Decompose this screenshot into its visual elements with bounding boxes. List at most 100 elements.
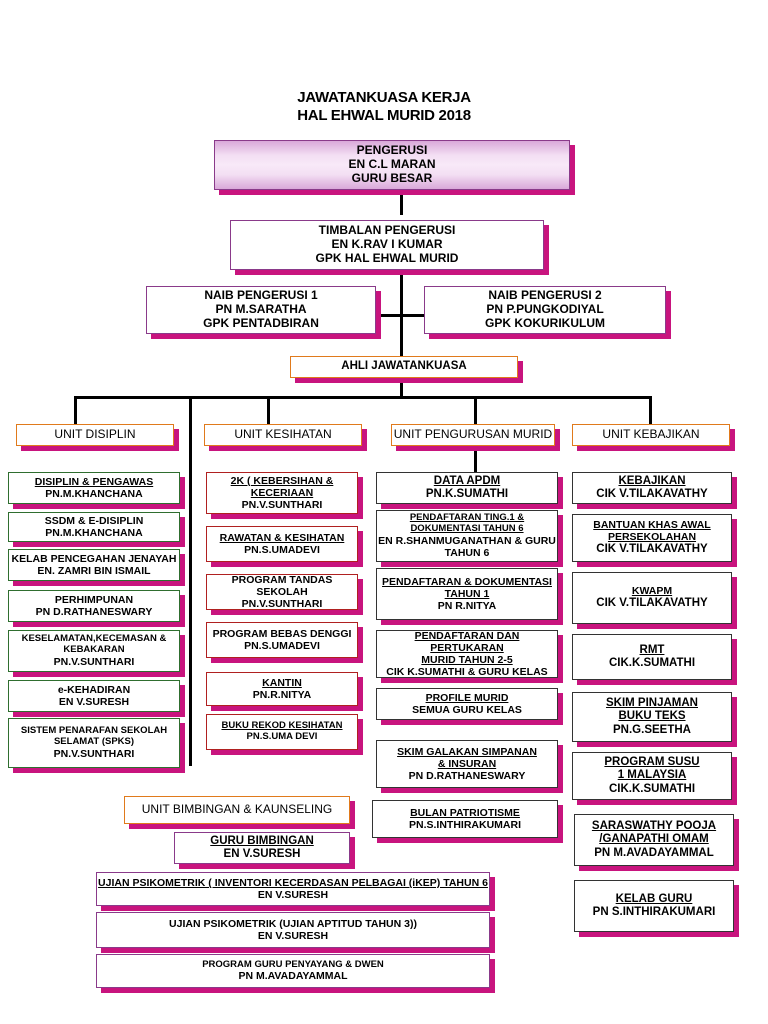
item-title: KEBAKARAN bbox=[63, 643, 125, 655]
unit-kesihatan-label: UNIT KESIHATAN bbox=[234, 427, 332, 442]
committee-members-box: AHLI JAWATANKUASA bbox=[290, 356, 518, 378]
item-person: PN.V.SUNTHARI bbox=[53, 747, 135, 760]
item-title: BULAN PATRIOTISME bbox=[410, 806, 520, 819]
item-title: PROGRAM BEBAS DENGGI bbox=[212, 627, 352, 640]
connector-line bbox=[189, 396, 192, 766]
disiplin-item: SSDM & E-DISIPLIN PN.M.KHANCHANA bbox=[8, 512, 180, 542]
item-title: SKIM GALAKAN SIMPANAN bbox=[397, 745, 537, 758]
item-title: PROGRAM TANDAS SEKOLAH bbox=[231, 573, 333, 598]
committee-members-label: AHLI JAWATANKUASA bbox=[341, 360, 467, 373]
kesihatan-item: PROGRAM TANDAS SEKOLAH PN.V.SUNTHARI bbox=[206, 574, 358, 610]
connector-line bbox=[74, 396, 652, 399]
item-title: BANTUAN KHAS AWAL bbox=[593, 519, 711, 532]
item-person: CIK V.TILAKAVATHY bbox=[596, 597, 708, 610]
item-person: PN D.RATHANESWARY bbox=[408, 770, 526, 783]
item-title: SKIM PINJAMAN bbox=[605, 697, 698, 710]
item-title: & INSURAN bbox=[437, 757, 497, 770]
kesihatan-item: PROGRAM BEBAS DENGGI PN.S.UMADEVI bbox=[206, 622, 358, 658]
pengurusan-item: PROFILE MURID SEMUA GURU KELAS bbox=[376, 688, 558, 720]
pengurusan-item: PENDAFTARAN DAN PERTUKARAN MURID TAHUN 2… bbox=[376, 630, 558, 678]
item-person: CIK.K.SUMATHI bbox=[608, 782, 696, 795]
chair-name: EN C.L MARAN bbox=[348, 157, 436, 172]
item-title: BUKU REKOD KESIHATAN bbox=[221, 720, 343, 732]
item-person: CIK V.TILAKAVATHY bbox=[596, 543, 708, 556]
deputy-chair-2-box: NAIB PENGERUSI 2 PN P.PUNGKODIYAL GPK KO… bbox=[424, 286, 666, 334]
item-title: PROGRAM GURU PENYAYANG & DWEN bbox=[202, 958, 384, 970]
item-person: PN.M.KHANCHANA bbox=[45, 527, 143, 539]
deputy-chair-2-role: NAIB PENGERUSI 2 bbox=[488, 288, 602, 303]
connector-line bbox=[649, 396, 652, 426]
item-title: SELAMAT (SPKS) bbox=[53, 735, 135, 747]
chair-role: PENGERUSI bbox=[356, 143, 428, 158]
kesihatan-item: BUKU REKOD KESIHATAN PN.S.UMA DEVI bbox=[206, 714, 358, 750]
deputy-chair-1-box: NAIB PENGERUSI 1 PN M.SARATHA GPK PENTAD… bbox=[146, 286, 376, 334]
kesihatan-item: 2K ( KEBERSIHAN & KECERIAAN PN.V.SUNTHAR… bbox=[206, 472, 358, 514]
item-title: PERHIMPUNAN bbox=[54, 593, 134, 606]
item-person: EN V.SURESH bbox=[257, 889, 329, 901]
item-title: PROGRAM SUSU bbox=[604, 756, 700, 769]
unit-kesihatan-header: UNIT KESIHATAN bbox=[204, 424, 362, 446]
item-title: BUKU TEKS bbox=[618, 710, 686, 723]
item-title: /GANAPATHI OMAM bbox=[599, 833, 709, 846]
pengurusan-item: PENDAFTARAN & DOKUMENTASI TAHUN 1 PN R.N… bbox=[376, 568, 558, 620]
item-title: KANTIN bbox=[262, 676, 302, 689]
item-title: DOKUMENTASI TAHUN 6 bbox=[410, 522, 524, 534]
item-person: PN.G.SEETHA bbox=[613, 723, 691, 736]
unit-bimbingan-label: UNIT BIMBINGAN & KAUNSELING bbox=[141, 802, 333, 817]
unit-disiplin-header: UNIT DISIPLIN bbox=[16, 424, 174, 446]
vice-chair-position: GPK HAL EHWAL MURID bbox=[315, 250, 459, 265]
unit-bimbingan-header: UNIT BIMBINGAN & KAUNSELING bbox=[124, 796, 350, 824]
item-title: KELAB PENCEGAHAN JENAYAH bbox=[11, 552, 177, 565]
item-person: PN.S.INTHIRAKUMARI bbox=[409, 819, 521, 831]
deputy-chair-2-name: PN P.PUNGKODIYAL bbox=[486, 302, 604, 317]
item-person: EN. ZAMRI BIN ISMAIL bbox=[37, 565, 151, 577]
connector-line bbox=[400, 378, 403, 398]
item-person: EN V.SURESH bbox=[257, 930, 329, 942]
pengurusan-item: PENDAFTARAN TING.1 & DOKUMENTASI TAHUN 6… bbox=[376, 510, 558, 562]
item-person: CIK K.SUMATHI & GURU KELAS bbox=[386, 666, 548, 679]
item-title: TAHUN 1 bbox=[444, 587, 490, 600]
item-person: EN V.SURESH bbox=[58, 696, 130, 708]
kesihatan-item: KANTIN PN.R.NITYA bbox=[206, 672, 358, 706]
vice-chair-role: TIMBALAN PENGERUSI bbox=[318, 223, 456, 238]
chart-title-line2: HAL EHWAL MURID 2018 bbox=[297, 107, 471, 124]
item-person: PN.S.UMA DEVI bbox=[246, 731, 318, 742]
item-title: PROFILE MURID bbox=[425, 691, 509, 704]
item-person: PN M.AVADAYAMMAL bbox=[594, 846, 714, 859]
bimbingan-item: GURU BIMBINGAN EN V.SURESH bbox=[174, 832, 350, 864]
item-person: CIK V.TILAKAVATHY bbox=[596, 488, 708, 500]
item-person: PN.V.SUNTHARI bbox=[241, 598, 323, 611]
item-title: SISTEM PENARAFAN SEKOLAH bbox=[20, 725, 168, 737]
item-title: KWAPM bbox=[631, 585, 673, 598]
kebajikan-item: KEBAJIKAN CIK V.TILAKAVATHY bbox=[572, 472, 732, 504]
kebajikan-item: RMT CIK.K.SUMATHI bbox=[572, 634, 732, 680]
item-title: 1 MALAYSIA bbox=[617, 769, 687, 782]
bimbingan-item: PROGRAM GURU PENYAYANG & DWEN PN M.AVADA… bbox=[96, 954, 490, 988]
item-title: PENDAFTARAN & DOKUMENTASI bbox=[382, 575, 552, 588]
item-person: PN.S.UMADEVI bbox=[244, 640, 320, 652]
item-title: RAWATAN & KESIHATAN bbox=[219, 531, 345, 544]
deputy-chair-1-position: GPK PENTADBIRAN bbox=[203, 315, 319, 330]
item-title: PENDAFTARAN TING.1 & bbox=[409, 512, 525, 524]
item-title: GURU BIMBINGAN bbox=[210, 834, 314, 847]
kebajikan-item: SARASWATHY POOJA /GANAPATHI OMAM PN M.AV… bbox=[574, 814, 734, 866]
item-title: e-KEHADIRAN bbox=[57, 683, 131, 696]
disiplin-item: e-KEHADIRAN EN V.SURESH bbox=[8, 680, 180, 712]
item-title: KEBAJIKAN bbox=[618, 474, 686, 487]
item-person: EN R.SHANMUGANATHAN & GURU bbox=[378, 534, 556, 547]
pengurusan-item: BULAN PATRIOTISME PN.S.INTHIRAKUMARI bbox=[372, 800, 558, 838]
item-person: CIK.K.SUMATHI bbox=[608, 657, 696, 669]
item-title: KELAB GURU bbox=[615, 892, 693, 905]
disiplin-item: PERHIMPUNAN PN D.RATHANESWARY bbox=[8, 590, 180, 622]
item-title: PENDAFTARAN DAN PERTUKARAN bbox=[414, 629, 520, 654]
item-person: SEMUA GURU KELAS bbox=[412, 704, 522, 716]
unit-pengurusan-label: UNIT PENGURUSAN MURID bbox=[393, 427, 553, 442]
item-title: PERSEKOLAHAN bbox=[607, 531, 697, 544]
kebajikan-item: KWAPM CIK V.TILAKAVATHY bbox=[572, 572, 732, 624]
item-title: DISIPLIN & PENGAWAS bbox=[34, 475, 154, 488]
deputy-chair-1-name: PN M.SARATHA bbox=[215, 302, 307, 317]
kebajikan-item: KELAB GURU PN S.INTHIRAKUMARI bbox=[574, 880, 734, 932]
item-title: 2K ( KEBERSIHAN & bbox=[230, 474, 334, 487]
item-person: EN V.SURESH bbox=[223, 848, 301, 860]
deputy-chair-2-position: GPK KOKURIKULUM bbox=[485, 315, 605, 330]
